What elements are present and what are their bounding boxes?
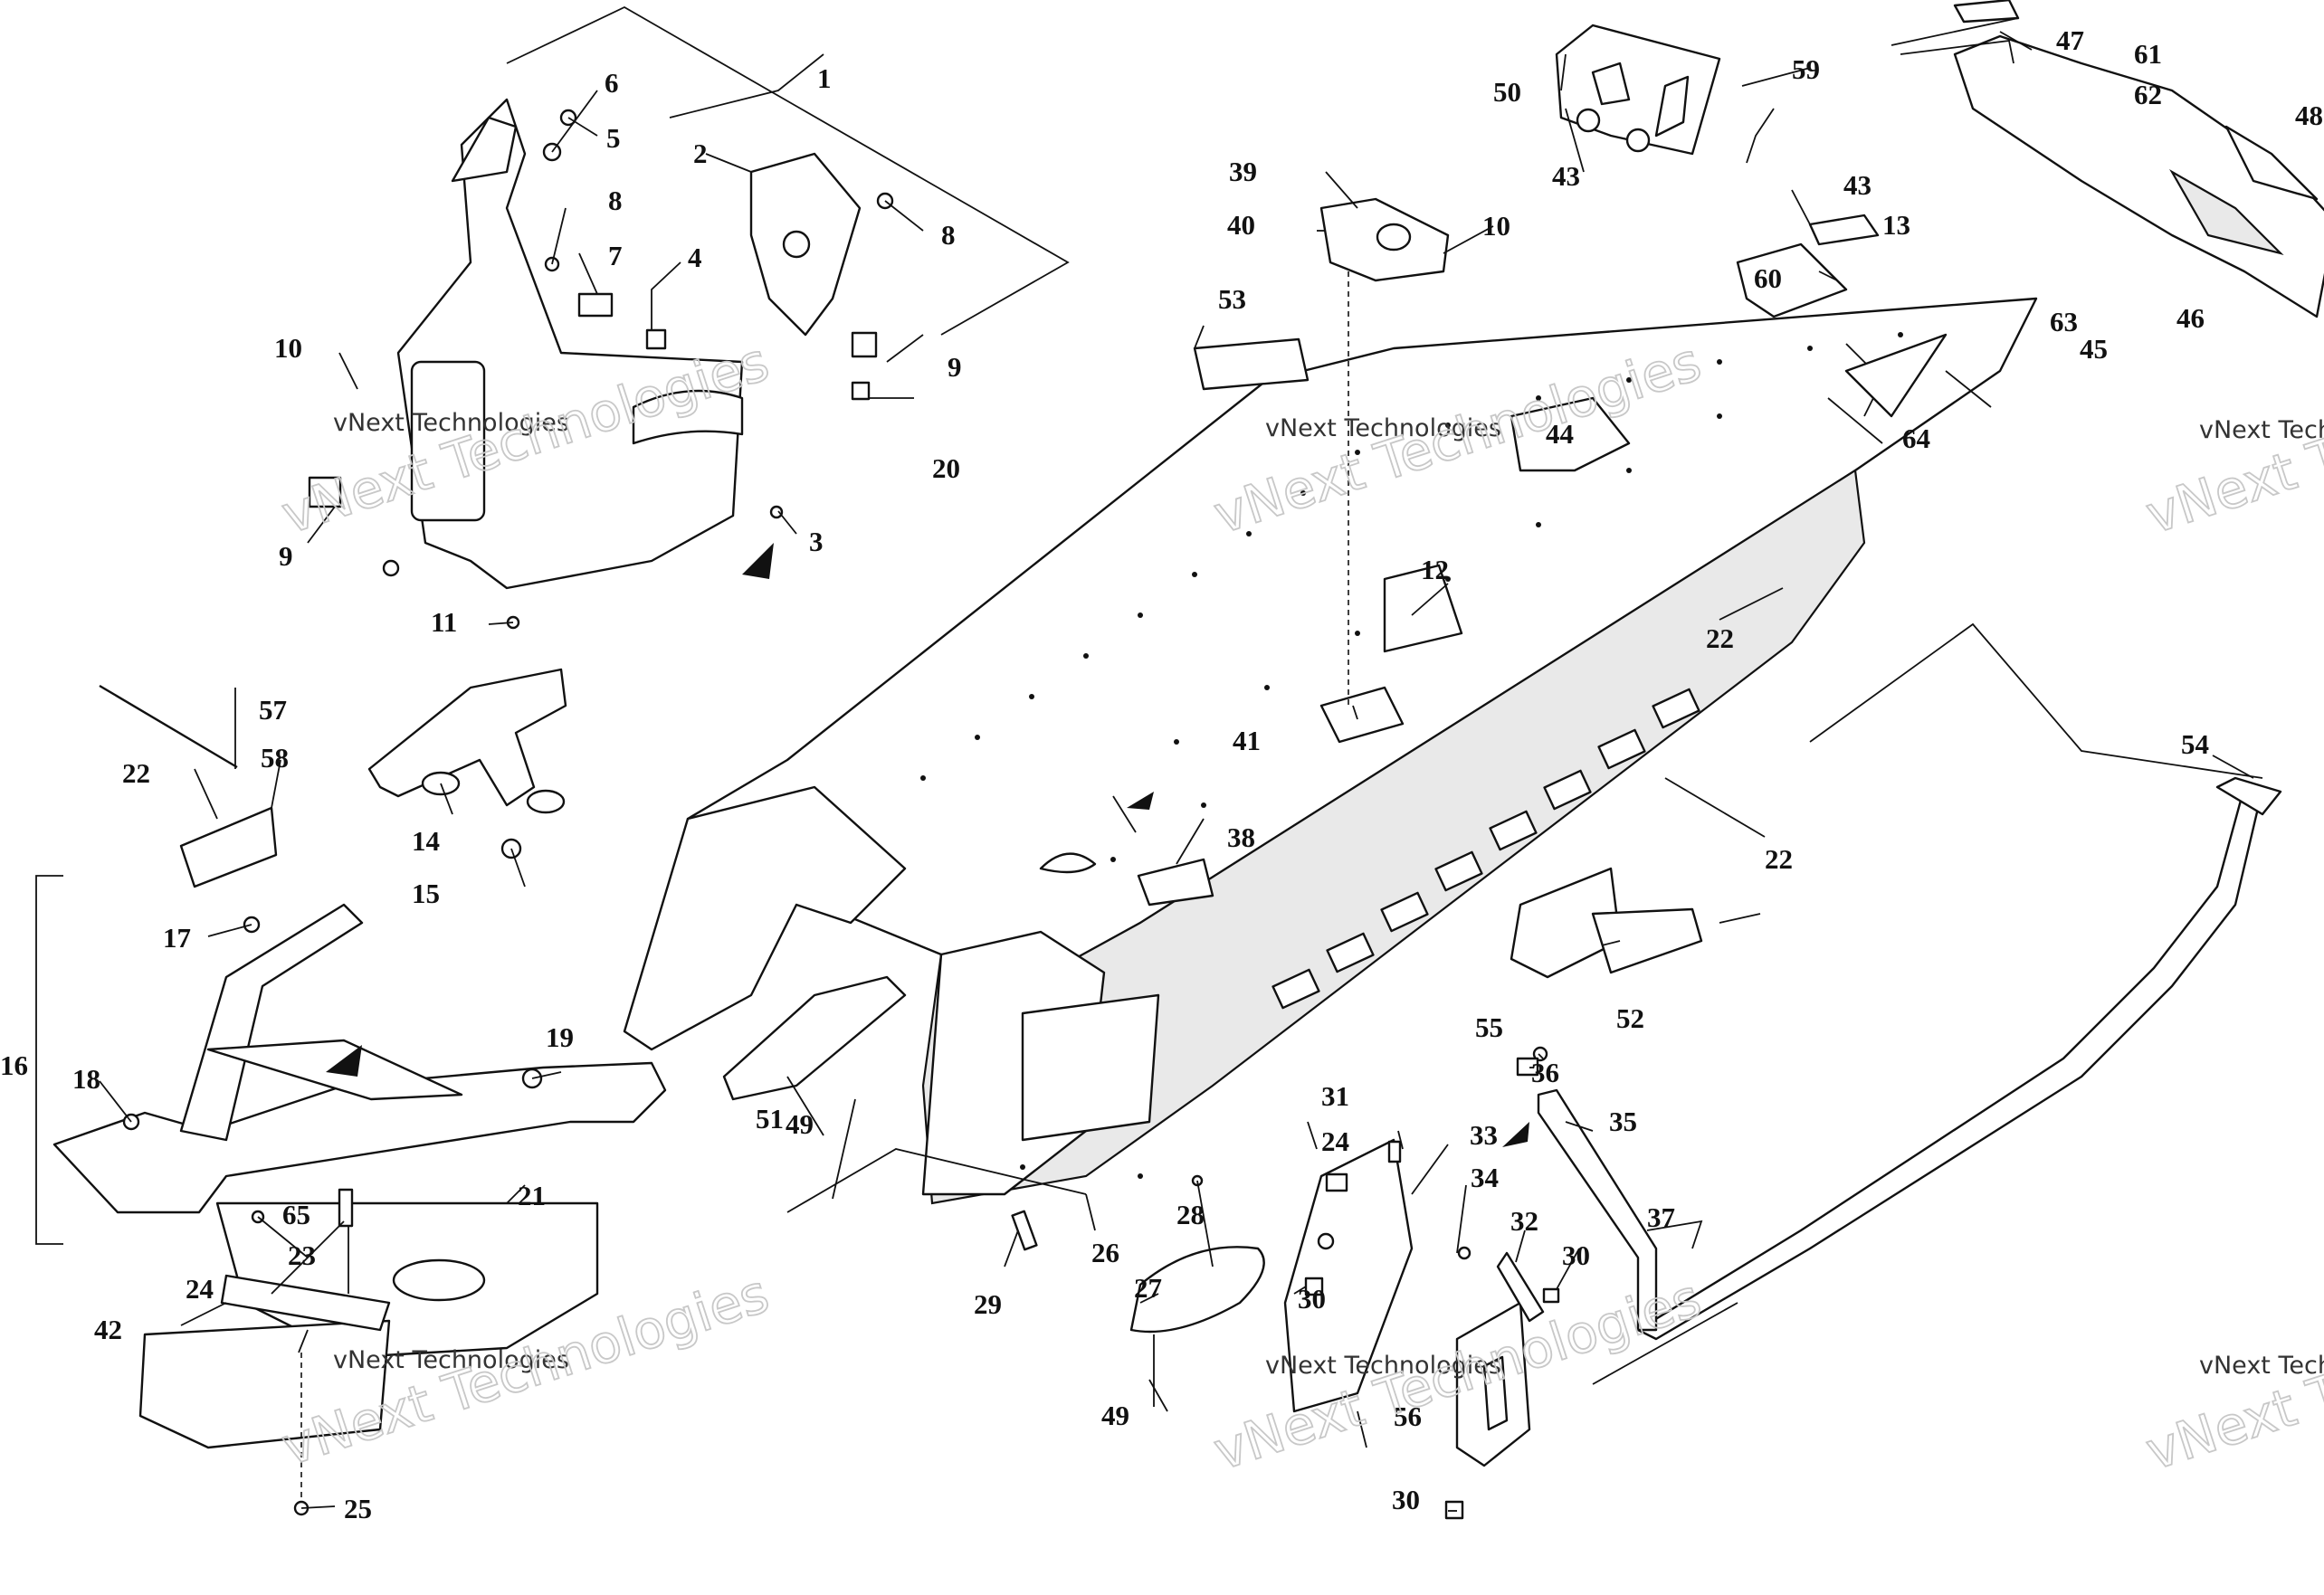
callout-label: 22 (1706, 622, 1734, 654)
callout-label: 24 (186, 1273, 214, 1305)
callout-label: 60 (1754, 262, 1782, 294)
callout-label: 13 (1882, 209, 1910, 241)
callout-label: 1 (817, 62, 832, 94)
callout-label: 22 (122, 757, 150, 789)
callout-label: 29 (974, 1288, 1002, 1320)
callout-label: 55 (1475, 1011, 1503, 1043)
callout-label: 38 (1227, 821, 1255, 853)
callout-label: 61 (2134, 38, 2162, 70)
callout-label: 15 (412, 878, 440, 909)
callout-label: 41 (1233, 725, 1261, 756)
callout-label: 19 (546, 1021, 574, 1053)
watermark-text: vNext Technologies (2199, 416, 2324, 444)
callout-label: 20 (932, 452, 960, 484)
callout-label: 65 (282, 1199, 310, 1230)
callout-label: 45 (2080, 333, 2108, 365)
callout-label: 56 (1394, 1400, 1422, 1432)
callout-label: 32 (1510, 1205, 1538, 1237)
rear-assembly (1039, 0, 2324, 907)
callout-label: 39 (1229, 156, 1257, 187)
callout-label: 9 (948, 351, 962, 383)
callout-label: 30 (1298, 1283, 1326, 1315)
callout-label: 16 (0, 1049, 28, 1081)
callout-label: 8 (608, 185, 623, 216)
callout-label: 47 (2056, 24, 2084, 56)
callout-label: 63 (2050, 306, 2078, 337)
callout-label: 51 (756, 1103, 784, 1135)
callout-label: 49 (786, 1108, 814, 1140)
callout-label: 4 (688, 242, 702, 273)
callout-label: 43 (1552, 160, 1580, 192)
callout-label: 23 (288, 1239, 316, 1271)
callout-label: 50 (1493, 76, 1521, 108)
callout-label: 52 (1616, 1002, 1644, 1034)
callout-label: 33 (1470, 1119, 1498, 1151)
callout-label: 26 (1091, 1237, 1119, 1268)
leader-lines (99, 17, 2263, 1512)
callout-label: 46 (2176, 302, 2205, 334)
front-assembly (308, 5, 1070, 859)
callout-label: 6 (605, 67, 619, 99)
callout-label: 18 (72, 1063, 100, 1095)
direction-arrow (1502, 1122, 1529, 1147)
watermark-text: vNext Technologies (333, 1346, 569, 1374)
callout-label: 27 (1134, 1272, 1162, 1304)
callout-label: 8 (941, 219, 956, 251)
callout-label: 54 (2181, 728, 2209, 760)
callout-label: 2 (693, 138, 708, 169)
callout-label: 34 (1471, 1162, 1499, 1193)
callout-label: 14 (412, 825, 440, 857)
callout-label: 43 (1843, 169, 1872, 201)
callout-label: 53 (1218, 283, 1246, 315)
callout-label: 48 (2295, 100, 2323, 131)
direction-arrow (1127, 792, 1154, 810)
callout-label: 30 (1392, 1484, 1420, 1515)
side-cutouts (1272, 688, 1700, 1010)
callout-label: 44 (1546, 418, 1574, 450)
callout-label: 36 (1531, 1057, 1559, 1088)
callout-label: 58 (261, 742, 289, 774)
callout-label: 57 (259, 694, 287, 726)
direction-arrow (326, 1045, 362, 1077)
callout-label: 9 (279, 540, 293, 572)
callout-label: 42 (94, 1314, 122, 1345)
callout-label: 35 (1609, 1106, 1637, 1137)
callout-label: 49 (1101, 1400, 1129, 1431)
watermark-text: vNext Technologies (333, 409, 569, 437)
callout-label: 12 (1421, 554, 1449, 585)
callout-label: 22 (1765, 843, 1793, 875)
lower-right-assembly (722, 776, 2282, 1520)
callout-label: 24 (1321, 1125, 1349, 1157)
callout-label: 5 (606, 122, 621, 154)
callout-label: 3 (809, 526, 824, 557)
watermark-text: vNext Technologies (1265, 1352, 1501, 1380)
callout-labels: 1 2 3 4 5 6 7 8 8 9 9 10 10 11 12 13 14 … (0, 24, 2323, 1524)
callout-label: 31 (1321, 1080, 1349, 1112)
rivet-holes (920, 332, 1903, 1179)
chassis-tunnel (623, 297, 2038, 1205)
callout-label: 21 (518, 1180, 546, 1211)
callout-label: 10 (274, 332, 302, 364)
callout-label: 30 (1562, 1239, 1590, 1271)
callout-label: 62 (2134, 79, 2162, 110)
callout-label: 11 (431, 606, 457, 638)
callout-label: 25 (344, 1493, 372, 1524)
callout-label: 10 (1482, 210, 1510, 242)
callout-label: 37 (1647, 1201, 1675, 1233)
callout-label: 28 (1176, 1199, 1205, 1230)
callout-label: 7 (608, 240, 623, 271)
watermark-text: vNext Technologies (2199, 1352, 2324, 1380)
callout-label: 17 (163, 922, 191, 954)
callout-label: 64 (1902, 422, 1930, 454)
callout-label: 40 (1227, 209, 1255, 241)
watermark-text: vNext Technologies (1265, 414, 1501, 442)
direction-arrow (742, 543, 774, 579)
callout-label: 59 (1792, 53, 1820, 85)
